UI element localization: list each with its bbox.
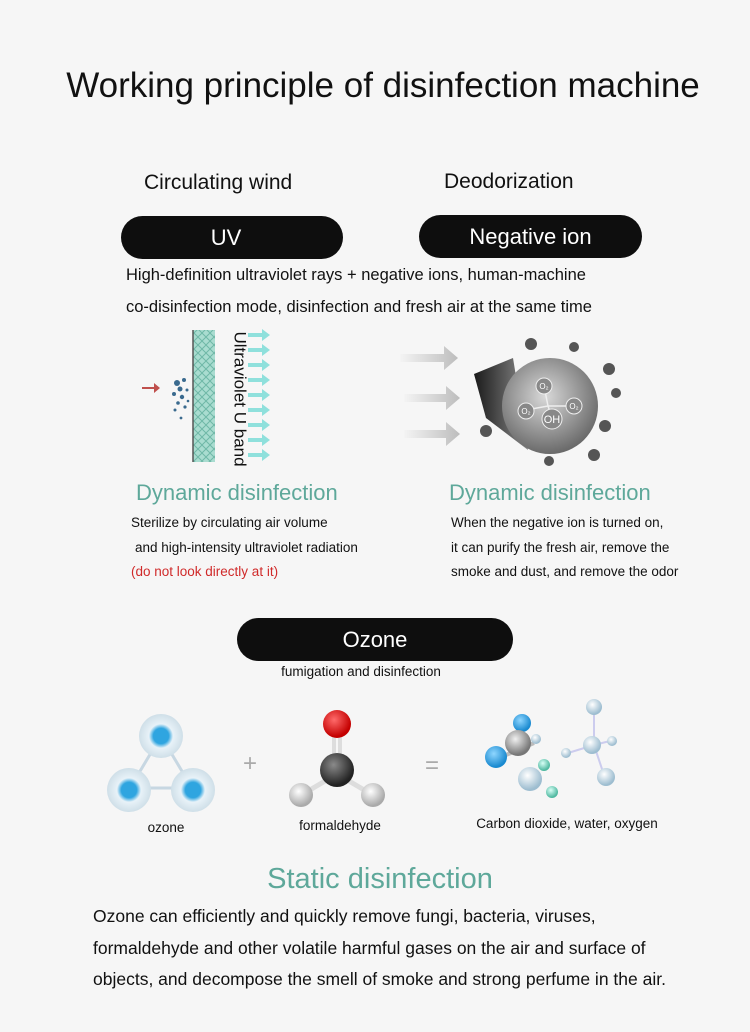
negative-ion-pill: Negative ion: [419, 215, 642, 258]
filter-mesh: [193, 330, 215, 462]
right-line-2: it can purify the fresh air, remove the: [451, 539, 670, 555]
page-title: Working principle of disinfection machin…: [66, 66, 700, 105]
static-line-2: formaldehyde and other volatile harmful …: [93, 937, 646, 958]
right-line-3: smoke and dust, and remove the odor: [451, 564, 679, 579]
static-text: Ozone can efficiently and quickly remove…: [93, 901, 666, 996]
ozone-molecule-icon: [107, 714, 215, 812]
ozone-pill-label: Ozone: [342, 626, 408, 652]
negative-ion-graphic: O₂ O₂ O₂ OH: [400, 338, 621, 466]
o2-label-2: O₂: [521, 407, 530, 416]
products-molecules: [482, 695, 622, 807]
bacteria-icons: [480, 338, 621, 466]
ozone-subtitle: fumigation and disinfection: [281, 664, 441, 679]
left-line-1: Sterilize by circulating air volume: [131, 515, 328, 530]
formaldehyde-label: formaldehyde: [299, 818, 381, 833]
incoming-air-arrow-icon: [142, 383, 160, 393]
airflow-arrows-icon: [400, 346, 460, 446]
intro-line-1: High-definition ultraviolet rays + negat…: [126, 266, 586, 284]
static-line-3: objects, and decompose the smell of smok…: [93, 969, 666, 989]
equals-sign: =: [425, 752, 440, 779]
o2-label-1: O₂: [539, 382, 548, 391]
left-dynamic-heading: Dynamic disinfection: [136, 480, 338, 505]
negative-ion-diagram: O₂ O₂ O₂ OH: [398, 330, 638, 475]
products-label: Carbon dioxide, water, oxygen: [476, 816, 658, 831]
negative-ion-pill-label: Negative ion: [469, 223, 592, 249]
intro-text: High-definition ultraviolet rays + negat…: [126, 259, 592, 323]
ozone-molecule: [104, 712, 218, 814]
uv-diagram-graphic: [142, 329, 270, 462]
right-line-1: When the negative ion is turned on,: [451, 515, 664, 530]
ultraviolet-band-label: Ultraviolet U band: [231, 331, 250, 467]
left-panel-text: Sterilize by circulating air volume and …: [131, 511, 358, 585]
formaldehyde-molecule: [287, 706, 387, 810]
uv-diagram: Ultraviolet U band: [130, 325, 280, 473]
oh-label: OH: [544, 414, 561, 426]
products-molecules-icon: [485, 699, 617, 798]
uv-arrows-icon: [248, 329, 270, 461]
right-panel-text: When the negative ion is turned on, it c…: [451, 511, 678, 585]
plus-sign: +: [243, 750, 258, 777]
circulating-wind-heading: Circulating wind: [144, 171, 293, 194]
ozone-label: ozone: [147, 820, 185, 835]
particle-cluster-icon: [172, 378, 190, 420]
ozone-pill: Ozone: [237, 618, 513, 661]
deodorization-heading: Deodorization: [444, 170, 574, 193]
formaldehyde-molecule-icon: [289, 710, 385, 807]
o2-label-3: O₂: [569, 402, 578, 411]
uv-pill: UV: [121, 216, 343, 259]
static-line-1: Ozone can efficiently and quickly remove…: [93, 906, 596, 926]
left-warning: (do not look directly at it): [131, 564, 279, 579]
static-heading: Static disinfection: [267, 863, 493, 895]
left-line-2: and high-intensity ultraviolet radiation: [135, 539, 358, 555]
right-dynamic-heading: Dynamic disinfection: [449, 480, 651, 505]
intro-line-2: co-disinfection mode, disinfection and f…: [126, 298, 592, 316]
uv-pill-label: UV: [210, 224, 242, 250]
